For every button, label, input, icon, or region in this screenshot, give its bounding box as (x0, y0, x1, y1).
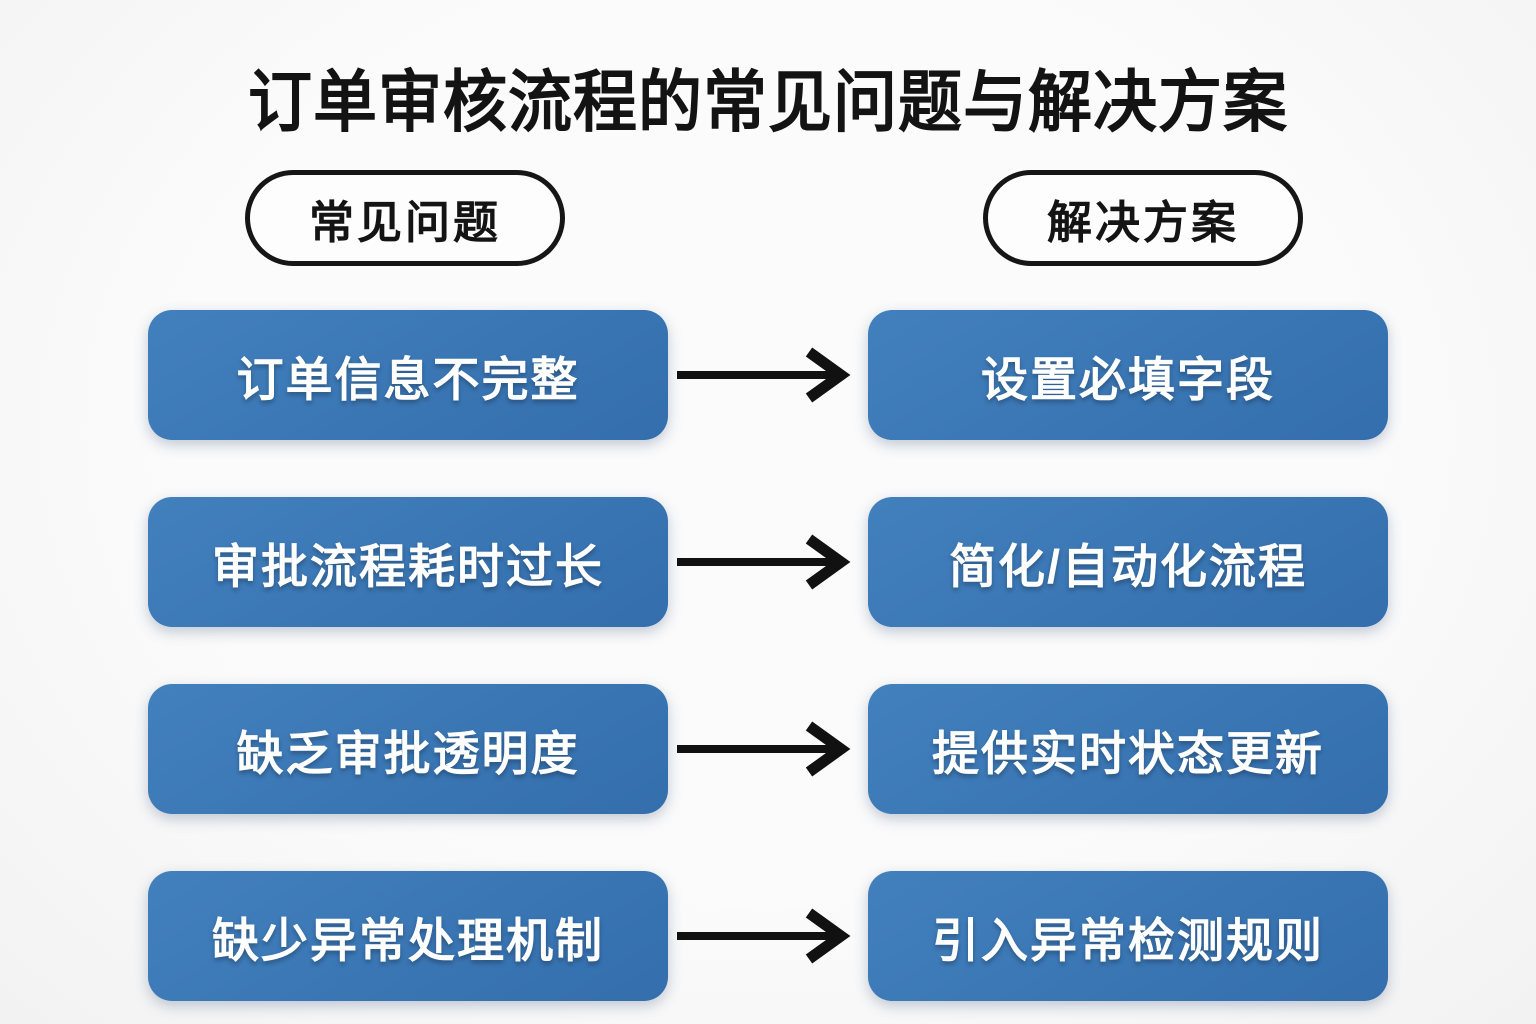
page-title: 订单审核流程的常见问题与解决方案 (248, 63, 1288, 141)
solution-label: 提供实时状态更新 (932, 726, 1324, 780)
problem-label: 订单信息不完整 (236, 352, 580, 406)
right-arrow-icon (671, 530, 863, 594)
solutions-header-label: 解决方案 (1046, 196, 1239, 248)
problem-label: 审批流程耗时过长 (212, 539, 604, 593)
solution-box-2: 简化/自动化流程 (868, 497, 1388, 627)
problems-header-label: 常见问题 (308, 196, 501, 248)
solution-label: 引入异常检测规则 (932, 913, 1324, 967)
solutions-column-header: 解决方案 (983, 170, 1303, 266)
problems-column-header: 常见问题 (245, 170, 565, 266)
solution-box-4: 引入异常检测规则 (868, 871, 1388, 1001)
problem-box-3: 缺乏审批透明度 (148, 684, 668, 814)
solution-box-1: 设置必填字段 (868, 310, 1388, 440)
right-arrow-icon (671, 717, 863, 781)
solution-label: 简化/自动化流程 (948, 539, 1308, 593)
solution-label: 设置必填字段 (981, 352, 1275, 406)
problem-label: 缺少异常处理机制 (212, 913, 604, 967)
problem-box-2: 审批流程耗时过长 (148, 497, 668, 627)
problem-box-4: 缺少异常处理机制 (148, 871, 668, 1001)
problem-label: 缺乏审批透明度 (236, 726, 580, 780)
solution-box-3: 提供实时状态更新 (868, 684, 1388, 814)
right-arrow-icon (671, 343, 863, 407)
right-arrow-icon (671, 904, 863, 968)
problem-box-1: 订单信息不完整 (148, 310, 668, 440)
